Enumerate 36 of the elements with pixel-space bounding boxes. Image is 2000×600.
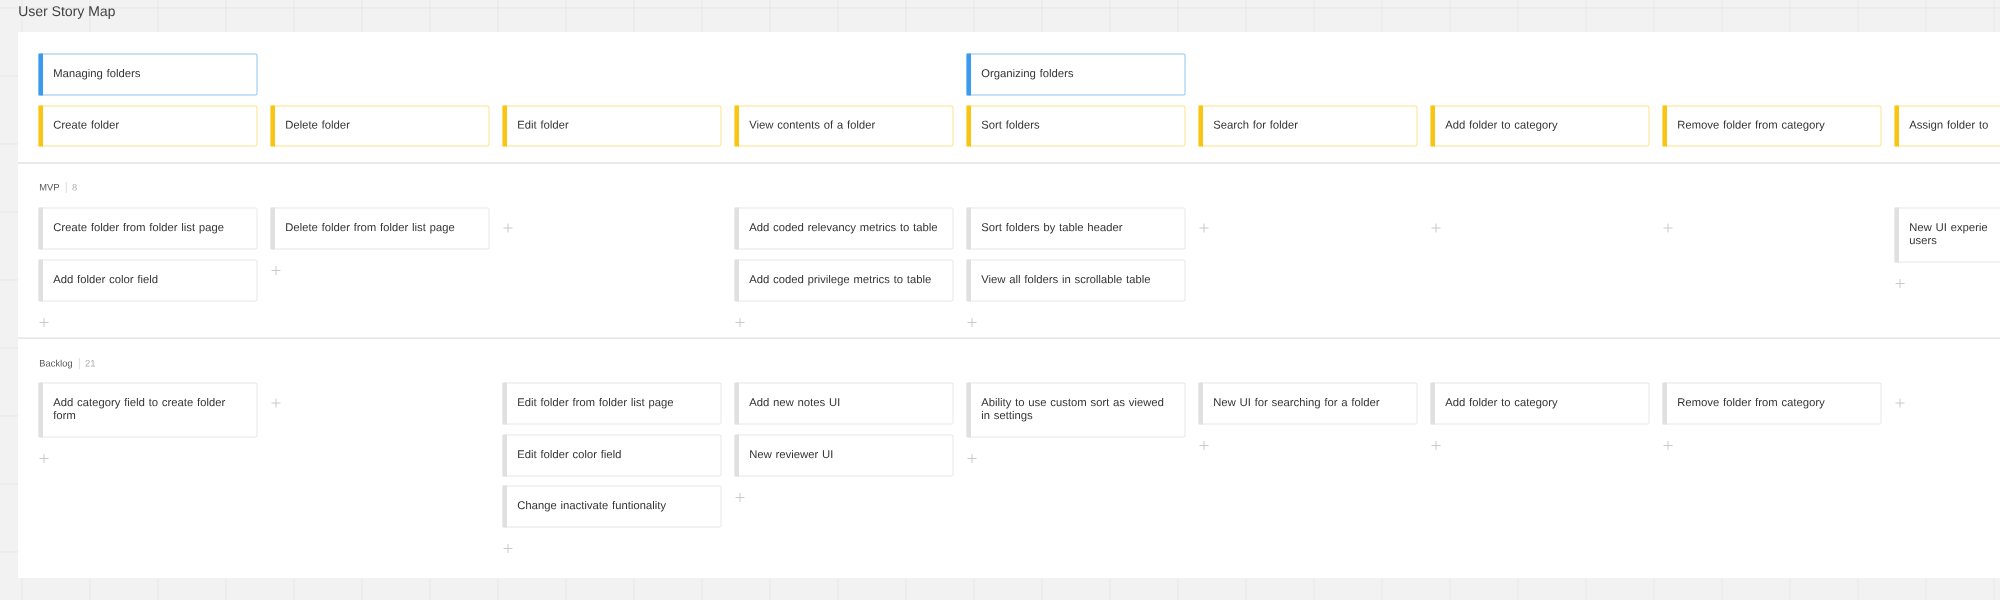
activity-card: Assign folder to — [1894, 105, 2000, 147]
story-card: Edit folder color field — [502, 434, 722, 477]
story-card: New UI experie users — [1894, 207, 2000, 263]
story-card: Add new notes UI — [734, 382, 954, 425]
story-card: View all folders in scrollable table — [966, 259, 1186, 302]
activity-card: Edit folder — [502, 105, 722, 147]
item-count: 8 — [72, 183, 77, 191]
story-card: Add folder color field — [38, 259, 258, 302]
activity-card: View contents of a folder — [734, 105, 954, 147]
story-card: Sort folders by table header — [966, 207, 1186, 250]
story-card: Delete folder from folder list page — [270, 207, 490, 250]
story-card: New reviewer UI — [734, 434, 954, 477]
node-label: Assign folder to — [1909, 120, 1988, 131]
activity-card: Remove folder from category — [1662, 105, 1882, 147]
story-card: Add folder to category — [1430, 382, 1650, 425]
activity-card: Delete folder — [270, 105, 490, 147]
story-card: Add category field to create folder form — [38, 382, 258, 438]
story-card: Change inactivate funtionality — [502, 485, 722, 528]
epic-card: Organizing folders — [966, 53, 1186, 96]
lane-label: MVP — [39, 184, 60, 191]
story-card: Edit folder from folder list page — [502, 382, 722, 425]
story-card: Ability to use custom sort as viewed in settings — [966, 382, 1186, 438]
activity-card: Sort folders — [966, 105, 1186, 147]
lane-label: Backlog — [39, 359, 73, 369]
activity-card: Create folder — [38, 105, 258, 147]
activity-card: Add folder to category — [1430, 105, 1650, 147]
activity-card: Search for folder — [1198, 105, 1418, 147]
item-count: 21 — [85, 359, 96, 367]
story-card: Create folder from folder list page — [38, 207, 258, 250]
story-card: Remove folder from category — [1662, 382, 1882, 425]
title: User Story Map — [19, 6, 115, 19]
node-label: New UI experie users — [1909, 222, 1988, 245]
story-card: Add coded privilege metrics to table — [734, 259, 954, 302]
story-card: Add coded relevancy metrics to table — [734, 207, 954, 250]
story-card: New UI for searching for a folder — [1198, 382, 1418, 425]
epic-card: Managing folders — [38, 53, 258, 96]
